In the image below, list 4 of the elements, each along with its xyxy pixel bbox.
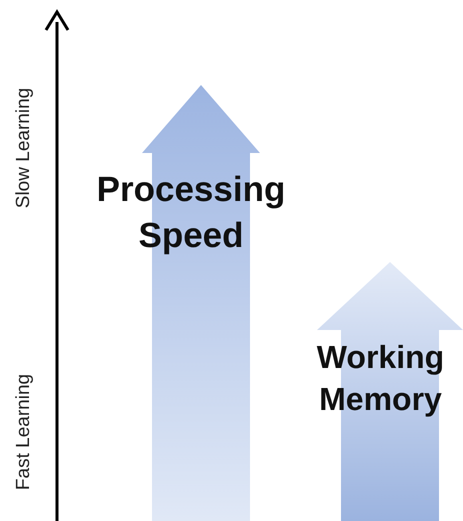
arrow-label: Processing Speed — [96, 169, 286, 256]
arrow-label: Working Memory — [316, 338, 446, 419]
axis-label: Slow Learning — [13, 88, 36, 208]
axis-label: Fast Learning — [13, 374, 36, 490]
